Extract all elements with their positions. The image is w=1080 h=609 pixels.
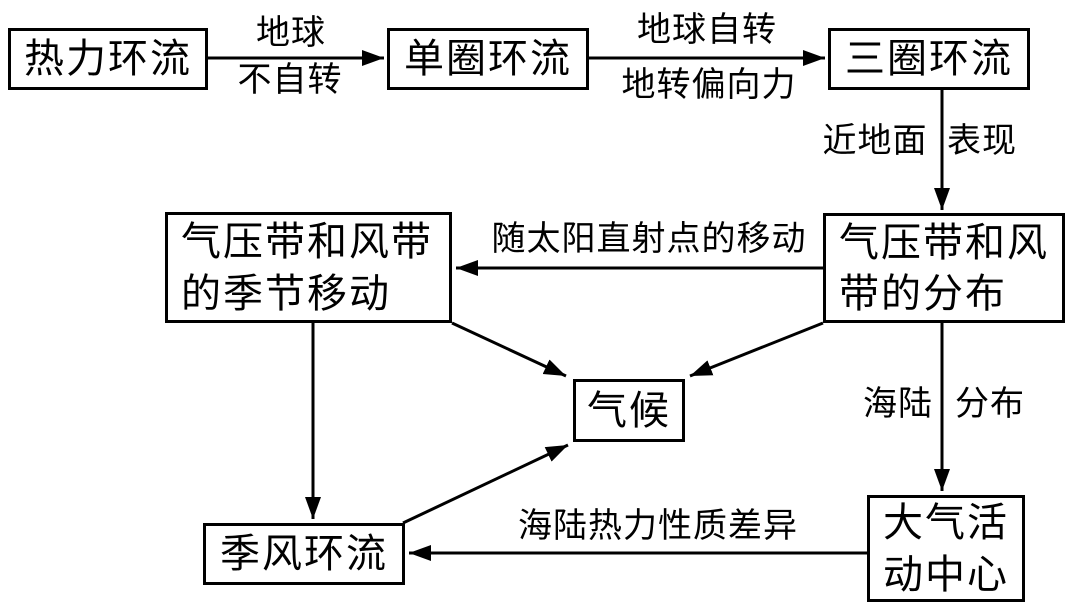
edge-label-sea-land-thermal-difference: 海陆热力性质差异 [518,508,798,545]
edge-label-near-surface: 近地面 [822,123,928,160]
edge-seasonal-to-climate [451,321,567,378]
edge-label-distribution: 分布 [955,386,1025,423]
edge-label-manifestation: 表现 [947,123,1017,160]
edge-label-sea-land: 海陆 [863,386,933,423]
edge-label-coriolis-force: 地转偏向力 [621,67,797,104]
node-pressure-wind-belt-distribution: 气压带和风 带的分布 [823,213,1065,323]
node-climate: 气候 [573,379,685,442]
edge-label-earth-rotation: 地球自转 [637,12,777,49]
node-single-cell-circulation: 单圈环流 [387,28,589,90]
node-thermal-circulation: 热力环流 [8,28,208,90]
edge-label-subsolar-point-movement: 随太阳直射点的移动 [491,221,807,258]
edge-label-no-rotation: 不自转 [237,62,343,99]
edge-distribution-to-climate [689,321,824,378]
edge-label-earth: 地球 [256,15,326,52]
edge-monsoon-to-climate [402,443,569,525]
node-monsoon-circulation: 季风环流 [203,523,405,585]
node-three-cell-circulation: 三圈环流 [828,28,1030,90]
node-pressure-wind-belt-seasonal-shift: 气压带和风带 的季节移动 [165,212,452,323]
node-atmospheric-activity-centers: 大气活 动中心 [867,495,1025,602]
